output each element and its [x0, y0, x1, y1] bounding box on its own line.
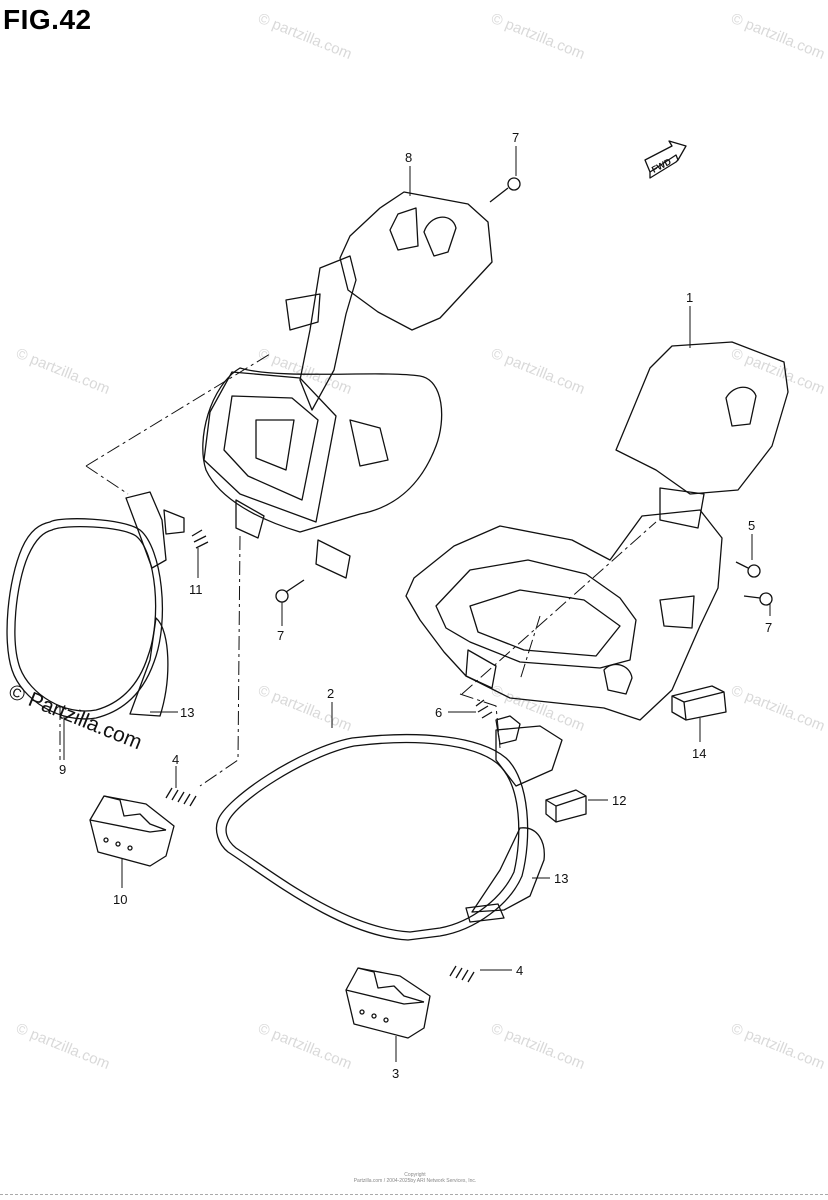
part-7-screw-right [743, 592, 773, 606]
part-12-block [545, 789, 587, 823]
part-7-screw-top [489, 177, 521, 203]
part-3-adjuster [345, 967, 431, 1039]
callout-1: 1 [686, 290, 693, 305]
callout-7: 7 [512, 130, 519, 145]
callout-4: 4 [172, 752, 179, 767]
assembly-guide-lines [59, 353, 657, 787]
part-4-spring-left [165, 787, 197, 807]
callout-4: 4 [516, 963, 523, 978]
footer-line-2: Partzilla.com / 2004-2025by ARI Network … [353, 1178, 477, 1184]
footer-line-1: Copyright [404, 1172, 426, 1178]
callout-10: 10 [113, 892, 127, 907]
part-10-adjuster [89, 795, 175, 867]
callout-13: 13 [180, 705, 194, 720]
part-8-left-housing [202, 191, 493, 579]
part-5-screw [735, 561, 761, 578]
callout-9: 9 [59, 762, 66, 777]
part-9-left-lens [6, 491, 185, 720]
callout-labels: 8 7 1 5 7 7 11 13 9 4 10 2 6 12 13 14 4 … [59, 130, 772, 1081]
callout-2: 2 [327, 686, 334, 701]
part-4-spring-right [449, 965, 475, 983]
callout-8: 8 [405, 150, 412, 165]
callout-13: 13 [554, 871, 568, 886]
part-1-right-housing [405, 341, 789, 721]
callout-3: 3 [392, 1066, 399, 1081]
part-2-right-lens [215, 725, 563, 941]
callout-12: 12 [612, 793, 626, 808]
part-6-spring [475, 699, 521, 745]
bottom-divider [0, 1194, 828, 1195]
figure-title: FIG.42 [3, 4, 92, 35]
callout-14: 14 [692, 746, 706, 761]
callout-7: 7 [277, 628, 284, 643]
callout-leaders [63, 146, 771, 1062]
callout-6: 6 [435, 705, 442, 720]
fwd-arrow-icon: FWD [644, 140, 687, 179]
callout-7: 7 [765, 620, 772, 635]
copyright-footer: Copyright Partzilla.com / 2004-2025by AR… [350, 1172, 480, 1184]
callout-5: 5 [748, 518, 755, 533]
part-11-spring [191, 529, 209, 549]
callout-11: 11 [189, 582, 203, 597]
part-7-screw-left [275, 579, 305, 603]
part-14-block [671, 685, 727, 721]
